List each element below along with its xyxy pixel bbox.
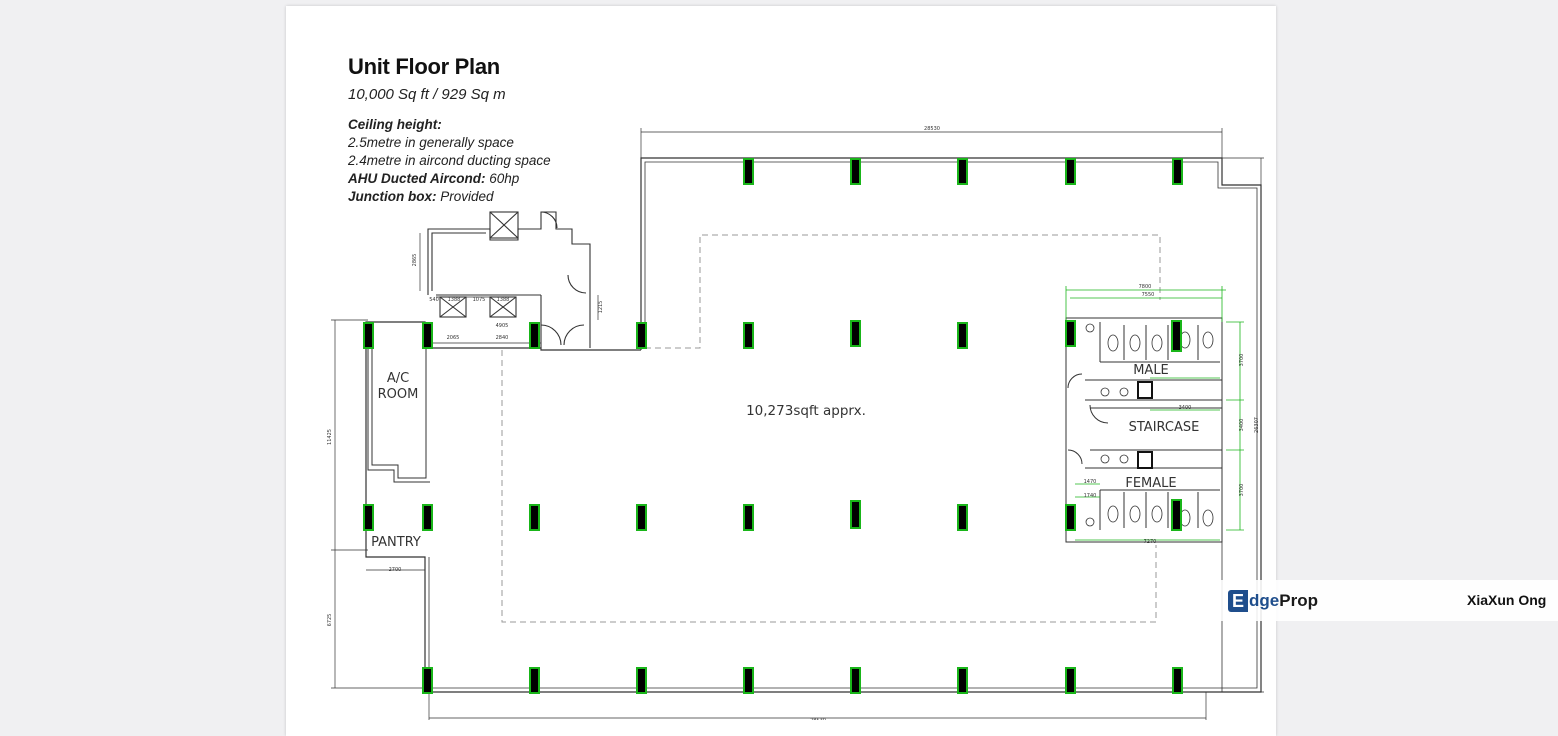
dashed-zone-bottom bbox=[501, 350, 1157, 623]
male-toilet-label: MALE bbox=[1133, 363, 1169, 378]
page-title: Unit Floor Plan bbox=[348, 54, 500, 79]
column bbox=[1172, 667, 1183, 694]
ac-room-label-line1: A/C bbox=[387, 371, 409, 386]
dim-female-h: 3700 bbox=[1239, 484, 1245, 497]
column bbox=[957, 667, 968, 694]
dim-male-top-outer: 7800 bbox=[1139, 284, 1152, 290]
dim-pantry-width: 2700 bbox=[389, 567, 402, 573]
column bbox=[957, 504, 968, 531]
dim-left-upper: 11425 bbox=[327, 429, 333, 445]
column bbox=[850, 667, 861, 694]
dim-bottom: 28530 bbox=[810, 718, 826, 720]
dim-lift-depth: 2865 bbox=[412, 254, 418, 267]
column bbox=[743, 158, 754, 185]
column bbox=[850, 320, 861, 347]
column bbox=[529, 322, 540, 349]
column bbox=[957, 158, 968, 185]
ceiling-general: 2.5metre in generally space bbox=[348, 135, 514, 150]
dim-male-top-inner: 7550 bbox=[1142, 292, 1155, 298]
dim-lift-a: 540 bbox=[429, 297, 439, 303]
agent-name: XiaXun Ong bbox=[1467, 592, 1547, 608]
column bbox=[1065, 158, 1076, 185]
dim-stair-w: 3400 bbox=[1179, 405, 1192, 411]
column bbox=[529, 504, 540, 531]
lift-lobby bbox=[427, 211, 591, 348]
column bbox=[743, 667, 754, 694]
overall-dimension-lines bbox=[331, 128, 1264, 720]
dim-female-small: 1470 bbox=[1084, 479, 1097, 485]
dim-lobby-a: 2065 bbox=[447, 335, 460, 341]
ceiling-heading: Ceiling height: bbox=[348, 117, 442, 132]
dim-lift-d: 1388 bbox=[497, 297, 510, 303]
column bbox=[850, 158, 861, 185]
dim-female-small2: 1740 bbox=[1084, 493, 1097, 499]
column bbox=[1065, 504, 1076, 531]
column bbox=[1171, 499, 1182, 531]
dim-left-lower: 6725 bbox=[327, 614, 333, 627]
ahu-spec: AHU Ducted Aircond: 60hp bbox=[348, 171, 520, 186]
column bbox=[850, 500, 861, 529]
floor-plan-drawing: 10,273sqft apprx. A/C ROOM PANTRY MALE S… bbox=[327, 126, 1264, 720]
column bbox=[636, 322, 647, 349]
staircase-label: STAIRCASE bbox=[1129, 420, 1200, 435]
edgeprop-logo-icon: E bbox=[1228, 590, 1248, 612]
female-toilet-label: FEMALE bbox=[1125, 476, 1176, 491]
dim-right-overall: 26307 bbox=[1254, 417, 1260, 433]
dim-side-small: 1215 bbox=[598, 301, 604, 314]
dim-lift-c: 1075 bbox=[473, 297, 486, 303]
column bbox=[743, 504, 754, 531]
dim-top: 28530 bbox=[924, 126, 940, 132]
column bbox=[743, 322, 754, 349]
toilet-fixtures bbox=[1085, 323, 1214, 527]
column bbox=[529, 667, 540, 694]
page-subtitle: 10,000 Sq ft / 929 Sq m bbox=[348, 86, 506, 103]
column bbox=[422, 322, 433, 349]
dim-lobby-b: 2840 bbox=[496, 335, 509, 341]
column bbox=[1065, 320, 1076, 347]
watermark-bar bbox=[1221, 580, 1558, 621]
dim-lobby-total: 4905 bbox=[496, 323, 509, 329]
specs-block: Ceiling height: 2.5metre in generally sp… bbox=[348, 116, 551, 206]
floor-plan-sheet bbox=[286, 6, 1276, 736]
column bbox=[636, 667, 647, 694]
column bbox=[636, 504, 647, 531]
dim-lift-b: 1388 bbox=[448, 297, 461, 303]
column bbox=[1172, 158, 1183, 185]
column bbox=[957, 322, 968, 349]
column bbox=[422, 667, 433, 694]
core-dimension-lines bbox=[1065, 286, 1244, 541]
column bbox=[363, 322, 374, 349]
column bbox=[363, 504, 374, 531]
structural-columns bbox=[363, 158, 1183, 694]
edgeprop-logo: E dge Prop bbox=[1228, 590, 1318, 612]
pantry-label: PANTRY bbox=[371, 535, 421, 550]
ac-room-label-line2: ROOM bbox=[378, 387, 419, 402]
junction-spec: Junction box: Provided bbox=[348, 189, 494, 204]
area-label: 10,273sqft apprx. bbox=[746, 403, 866, 419]
ceiling-aircond: 2.4metre in aircond ducting space bbox=[348, 153, 551, 168]
dim-male-h: 3700 bbox=[1239, 354, 1245, 367]
dashed-zone-top bbox=[645, 234, 1161, 349]
column bbox=[1065, 667, 1076, 694]
column bbox=[1171, 320, 1182, 352]
ac-room-walls bbox=[367, 344, 430, 483]
toilet-core bbox=[1065, 317, 1223, 543]
column bbox=[422, 504, 433, 531]
dim-female-bottom: 7270 bbox=[1144, 539, 1157, 545]
dim-stair-h: 3400 bbox=[1239, 419, 1245, 432]
